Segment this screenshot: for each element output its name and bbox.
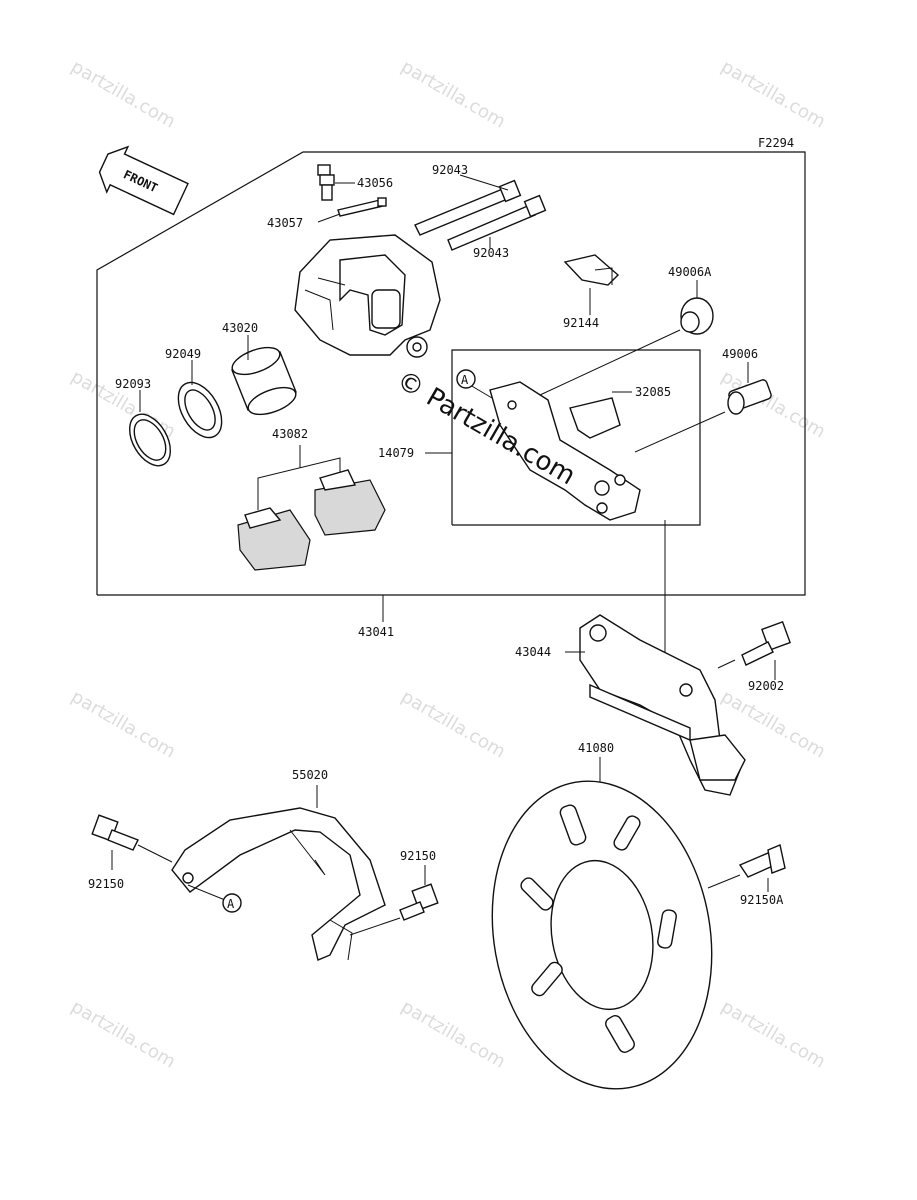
disc-screw (707, 844, 786, 892)
guard-bolt-right (349, 865, 439, 936)
watermark: partzilla.com (68, 996, 179, 1072)
caliper-guard (171, 785, 386, 961)
label-92043-top: 92043 (432, 163, 468, 177)
watermark: partzilla.com (68, 686, 179, 762)
watermark: partzilla.com (398, 56, 509, 132)
label-92150-right: 92150 (400, 849, 436, 863)
ref-marker-a-bottom: A (222, 893, 242, 913)
bracket-bolt (717, 621, 791, 680)
diagram-code: F2294 (758, 136, 794, 150)
label-43057: 43057 (267, 216, 303, 230)
bushing (634, 362, 772, 453)
watermark: partzilla.com (718, 996, 829, 1072)
label-32085: 32085 (635, 385, 671, 399)
label-92093: 92093 (115, 377, 151, 391)
brake-disc (491, 757, 713, 1090)
label-92049: 92049 (165, 347, 201, 361)
ref-marker-a-top: A (456, 369, 476, 389)
bleeder-valve (317, 164, 355, 201)
label-55020: 55020 (292, 768, 328, 782)
guard-bolt-left (91, 814, 173, 870)
caliper-spring (317, 197, 387, 223)
label-92043-bottom: 92043 (473, 246, 509, 260)
label-92002: 92002 (748, 679, 784, 693)
label-92150A: 92150A (740, 893, 784, 907)
boot-rubber (539, 280, 714, 396)
label-49006A: 49006A (668, 265, 712, 279)
watermark: partzilla.com (68, 56, 179, 132)
caliper-pin-1 (414, 174, 522, 236)
watermark: partzilla.com (398, 996, 509, 1072)
assembly-frame (96, 151, 806, 596)
label-43044: 43044 (515, 645, 551, 659)
torque-bracket (565, 614, 746, 796)
label-14079: 14079 (378, 446, 414, 460)
pad-holder (569, 391, 632, 439)
pad-spring (563, 254, 620, 315)
label-43056: 43056 (357, 176, 393, 190)
watermark: partzilla.com (398, 686, 509, 762)
caliper-body (294, 234, 441, 358)
label-41080: 41080 (578, 741, 614, 755)
dust-seal (177, 360, 223, 439)
piston-seal (128, 390, 172, 467)
caliper-pin-2 (447, 194, 547, 251)
watermark-group: partzilla.com partzilla.com partzilla.co… (68, 56, 829, 1072)
label-43020: 43020 (222, 321, 258, 335)
label-43041: 43041 (358, 625, 394, 639)
label-92150-left: 92150 (88, 877, 124, 891)
watermark: partzilla.com (718, 56, 829, 132)
svg-text:A: A (461, 373, 469, 387)
brake-pads (237, 445, 386, 571)
caliper-piston (231, 335, 297, 416)
svg-text:A: A (227, 897, 235, 911)
caliper-bracket (425, 381, 641, 521)
label-43082: 43082 (272, 427, 308, 441)
bracket-frame (451, 349, 701, 526)
front-arrow-icon: FRONT (98, 145, 189, 216)
label-49006: 49006 (722, 347, 758, 361)
label-92144: 92144 (563, 316, 599, 330)
